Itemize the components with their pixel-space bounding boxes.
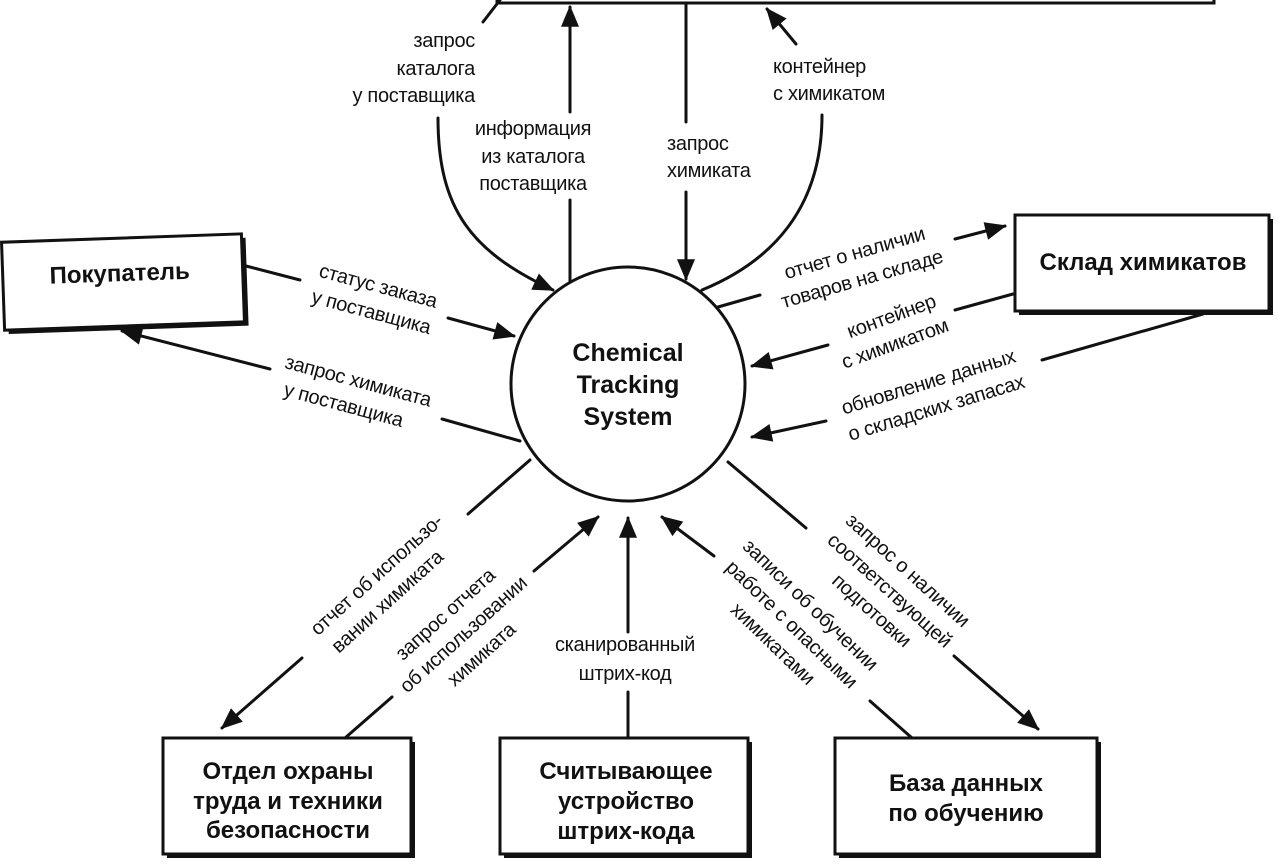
system-label-line-1: Chemical <box>572 339 683 367</box>
barcode-reader-label-line-1: Считывающее <box>539 758 712 785</box>
flow-catalog-query: запрос каталога у поставщика <box>352 0 555 292</box>
safety-dept-label-line-2: труда и техники <box>193 788 383 815</box>
flow-catalog-query-line-1: запрос <box>413 30 475 52</box>
flow-catalog-query-line-3: у поставщика <box>352 85 476 107</box>
flow-scanned-barcode: сканированный штрих-код <box>555 516 695 740</box>
warehouse-box <box>1013 213 1271 313</box>
flow-chemical-request-line-2: химиката <box>667 160 752 182</box>
system-circle <box>509 265 747 503</box>
flow-catalog-info: информация из каталога поставщика <box>475 5 591 284</box>
supplier-box-edge <box>495 0 1216 5</box>
flow-chemical-container-in: контейнер с химикатом <box>700 7 885 292</box>
training-db-label-line-2: по обучению <box>888 800 1043 827</box>
entity-training-db: База данных по обучению <box>833 736 1101 858</box>
flow-catalog-info-line-2: из каталога <box>481 146 586 168</box>
flow-order-status: статус заказа у поставщика <box>244 260 516 340</box>
training-db-box <box>833 736 1099 856</box>
system-label-line-3: System <box>584 403 673 431</box>
flow-chemical-container-in-line-2: с химикатом <box>773 83 885 105</box>
barcode-reader-label-line-2: устройство <box>558 788 694 815</box>
flow-stock-availability-report: отчет о наличии товаров на складе <box>716 222 1007 313</box>
training-db-label-line-1: База данных <box>889 770 1044 797</box>
flow-scanned-barcode-line-2: штрих-код <box>579 663 672 685</box>
system-label-line-2: Tracking <box>577 371 680 399</box>
safety-dept-label-line-1: Отдел охраны <box>202 758 373 785</box>
barcode-reader-label-line-3: штрих-кода <box>557 818 695 845</box>
entity-warehouse: Склад химикатов <box>1013 213 1273 315</box>
safety-dept-label-line-3: безопасности <box>206 817 370 844</box>
entity-safety-dept: Отдел охраны труда и техники безопасност… <box>161 736 415 858</box>
flow-scanned-barcode-line-1: сканированный <box>555 634 695 656</box>
barcode-reader-box <box>498 736 750 856</box>
flow-usage-report-request: запрос отчета об использовании химиката <box>343 515 600 740</box>
safety-dept-box <box>161 736 413 856</box>
buyer-box <box>0 232 247 332</box>
flow-catalog-query-line-2: каталога <box>396 58 476 80</box>
flow-catalog-info-line-3: поставщика <box>479 173 588 195</box>
system-process: Chemical Tracking System <box>509 265 747 503</box>
warehouse-label: Склад химикатов <box>1040 249 1247 276</box>
flow-chemical-request: запрос химиката <box>667 3 752 281</box>
flow-catalog-info-line-1: информация <box>475 118 591 140</box>
buyer-label: Покупатель <box>49 258 190 290</box>
flow-chemical-request-line-1: запрос <box>667 133 729 155</box>
entity-buyer: Покупатель <box>0 232 249 335</box>
flow-vendor-chemical-request: запрос химиката у поставщика <box>120 327 522 443</box>
flow-stock-update: обновление данных о складских запасах <box>750 312 1205 446</box>
flow-chemical-container-in-line-1: контейнер <box>773 56 866 78</box>
entity-barcode-reader: Считывающее устройство штрих-кода <box>498 736 752 858</box>
